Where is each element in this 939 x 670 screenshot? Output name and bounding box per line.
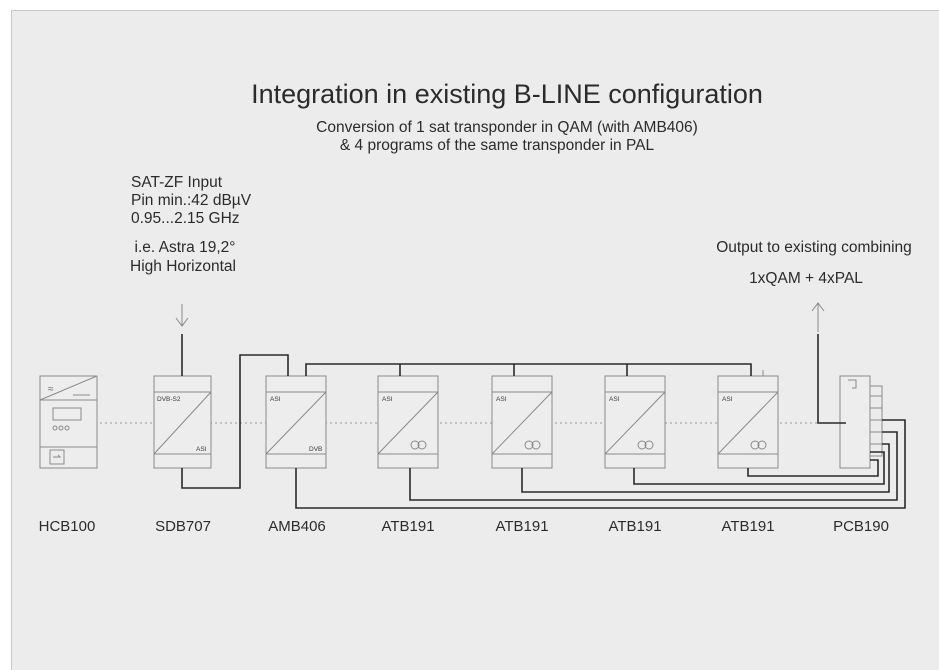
rf-cable-atb191-2: [521, 443, 890, 493]
input-example-line-1: i.e. Astra 19,2°: [135, 239, 236, 256]
device-label-sdb707: SDB707: [155, 518, 211, 535]
device-sdb707: DVB-S2 ASI: [153, 375, 212, 469]
device-label-atb191-2: ATB191: [495, 518, 548, 535]
output-cable: [817, 334, 846, 424]
input-note-line-2: Pin min.:42 dBµV: [131, 192, 252, 209]
port-label: ASI: [270, 396, 281, 403]
port-label: ASI: [722, 396, 733, 403]
input-note-line-3: 0.95...2.15 GHz: [131, 210, 240, 227]
device-label-hcb100: HCB100: [39, 518, 96, 535]
port-label: ASI: [496, 396, 507, 403]
rf-cable-amb406: [295, 419, 906, 509]
mains-wave-icon: ≈: [48, 384, 54, 395]
output-note-line-2: 1xQAM + 4xPAL: [749, 270, 863, 287]
port-label: ASI: [196, 446, 207, 453]
device-label-pcb190: PCB190: [833, 518, 889, 535]
output-arrow-icon: [811, 302, 825, 332]
asi-cable-sdb-amb: [181, 354, 289, 489]
device-atb191-3: ASI: [604, 375, 666, 469]
pal-modulator-icon: [750, 440, 767, 450]
output-note-line-1: Output to existing combining: [716, 239, 912, 256]
device-hcb100: ≈: [39, 375, 98, 469]
device-label-atb191-3: ATB191: [608, 518, 661, 535]
device-label-atb191-1: ATB191: [381, 518, 434, 535]
input-note-line-1: SAT-ZF Input: [131, 174, 223, 191]
diagram-title: Integration in existing B-LINE configura…: [251, 79, 763, 109]
subtitle-line-2: & 4 programs of the same transponder in …: [340, 137, 655, 154]
pal-modulator-icon: [524, 440, 541, 450]
pal-modulator-icon: [637, 440, 654, 450]
rf-cable-atb191-3: [633, 451, 885, 485]
usb-port-icon: [49, 449, 65, 465]
device-label-atb191-4: ATB191: [721, 518, 774, 535]
subtitle-line-1: Conversion of 1 sat transponder in QAM (…: [316, 119, 698, 136]
port-label: DVB-S2: [157, 396, 181, 403]
rf-cable-atb191-4: [747, 459, 879, 477]
port-label: ASI: [382, 396, 393, 403]
rf-cable-atb191-1: [409, 431, 898, 501]
diagram-sheet: [11, 10, 939, 670]
device-atb191-1: ASI: [377, 375, 439, 469]
device-label-amb406: AMB406: [268, 518, 326, 535]
input-example-line-2: High Horizontal: [130, 258, 236, 275]
port-label: ASI: [609, 396, 620, 403]
device-atb191-2: ASI: [491, 375, 553, 469]
asi-loop-bus: [305, 363, 752, 376]
device-pcb190: [839, 375, 883, 469]
device-atb191-4: ASI: [717, 370, 779, 469]
input-arrow-icon: [175, 304, 189, 327]
device-amb406: ASI DVB: [265, 375, 327, 469]
port-label: DVB: [309, 446, 322, 453]
pal-modulator-icon: [410, 440, 427, 450]
